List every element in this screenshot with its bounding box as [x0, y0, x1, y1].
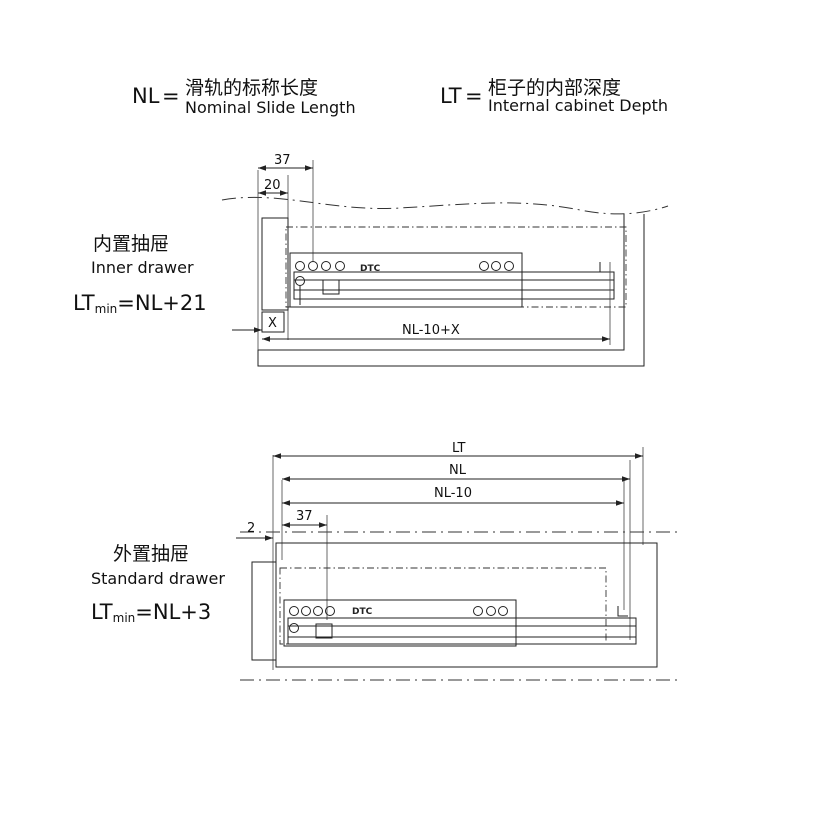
inner-slide-hole	[479, 261, 489, 271]
standard-drawer-front	[251, 561, 277, 661]
inner-drawer-chinese-title: 内置抽屉	[93, 233, 169, 255]
standard-dim-2-label: 2	[247, 521, 255, 536]
inner-drawer-front	[261, 217, 289, 311]
inner-slide-hole	[321, 261, 331, 271]
standard-dim-nl10-label: NL-10	[434, 486, 472, 501]
inner-cabinet-top-break	[221, 196, 669, 215]
inner-slide-clip	[322, 279, 340, 295]
standard-drawer-labels: 外置抽屉 Standard drawer LTmin=NL+3	[91, 543, 225, 625]
nl-equals: =	[162, 84, 180, 108]
standard-slide-hole	[313, 606, 323, 616]
inner-drawer-english-title: Inner drawer	[91, 258, 194, 277]
standard-drawer-chinese-title: 外置抽屉	[113, 543, 189, 565]
inner-slide-rail	[293, 271, 615, 300]
standard-rear-bracket	[617, 606, 628, 617]
inner-drawer-labels: 内置抽屉 Inner drawer LTmin=NL+21	[73, 233, 207, 316]
inner-dim-20-label: 20	[264, 178, 281, 193]
standard-drawer-english-title: Standard drawer	[91, 569, 225, 588]
standard-dim-nl-label: NL	[449, 463, 467, 478]
standard-brand-logo: DTC	[352, 607, 373, 617]
standard-slide-hole	[301, 606, 311, 616]
standard-cabinet-box	[275, 542, 658, 668]
inner-rear-bracket	[599, 262, 608, 273]
inner-slide-holes	[295, 261, 514, 286]
standard-slide-hole	[486, 606, 496, 616]
standard-drawer-drawing: DTC LT NL NL-10 37 2	[236, 441, 680, 681]
inner-dim-nl-label: NL-10+X	[402, 323, 460, 338]
nl-symbol: NL	[132, 84, 160, 108]
standard-slide-rail	[287, 617, 637, 645]
lt-english-label: Internal cabinet Depth	[488, 96, 668, 115]
lt-symbol: LT	[440, 84, 462, 108]
inner-dim-x-label: X	[268, 316, 277, 331]
standard-slide-clip	[315, 623, 333, 639]
inner-dim-37-label: 37	[274, 153, 291, 168]
legend: NL = 滑轨的标称长度 Nominal Slide Length LT = 柜…	[132, 77, 668, 117]
inner-dim-x-box	[261, 311, 285, 333]
inner-drawer-drawing: DTC 37 20 X NL-10+X	[221, 153, 669, 367]
standard-slide-holes	[289, 606, 508, 633]
lt-chinese-label: 柜子的内部深度	[488, 77, 621, 99]
lt-equals: =	[465, 84, 483, 108]
standard-formula: LTmin=NL+3	[91, 600, 211, 625]
nl-chinese-label: 滑轨的标称长度	[185, 77, 318, 99]
inner-slide-hole	[504, 261, 514, 271]
inner-slide-hole	[295, 261, 305, 271]
inner-slide-hole	[335, 261, 345, 271]
standard-slide-hole	[325, 606, 335, 616]
inner-cabinet-wall	[257, 214, 645, 367]
standard-slide-hole	[289, 623, 299, 633]
standard-slide-hole	[289, 606, 299, 616]
standard-dim-37-label: 37	[296, 509, 313, 524]
inner-slide-hole	[308, 261, 318, 271]
inner-drawer-box	[285, 226, 627, 308]
nl-english-label: Nominal Slide Length	[185, 98, 356, 117]
standard-slide-hole	[473, 606, 483, 616]
inner-slide-hole	[491, 261, 501, 271]
inner-slide-hole	[295, 276, 305, 286]
inner-brand-logo: DTC	[360, 264, 381, 274]
standard-slide-body	[283, 599, 517, 647]
standard-drawer-box	[279, 567, 607, 645]
standard-slide-hole	[498, 606, 508, 616]
inner-formula: LTmin=NL+21	[73, 291, 207, 316]
standard-dim-lt-label: LT	[452, 441, 465, 456]
